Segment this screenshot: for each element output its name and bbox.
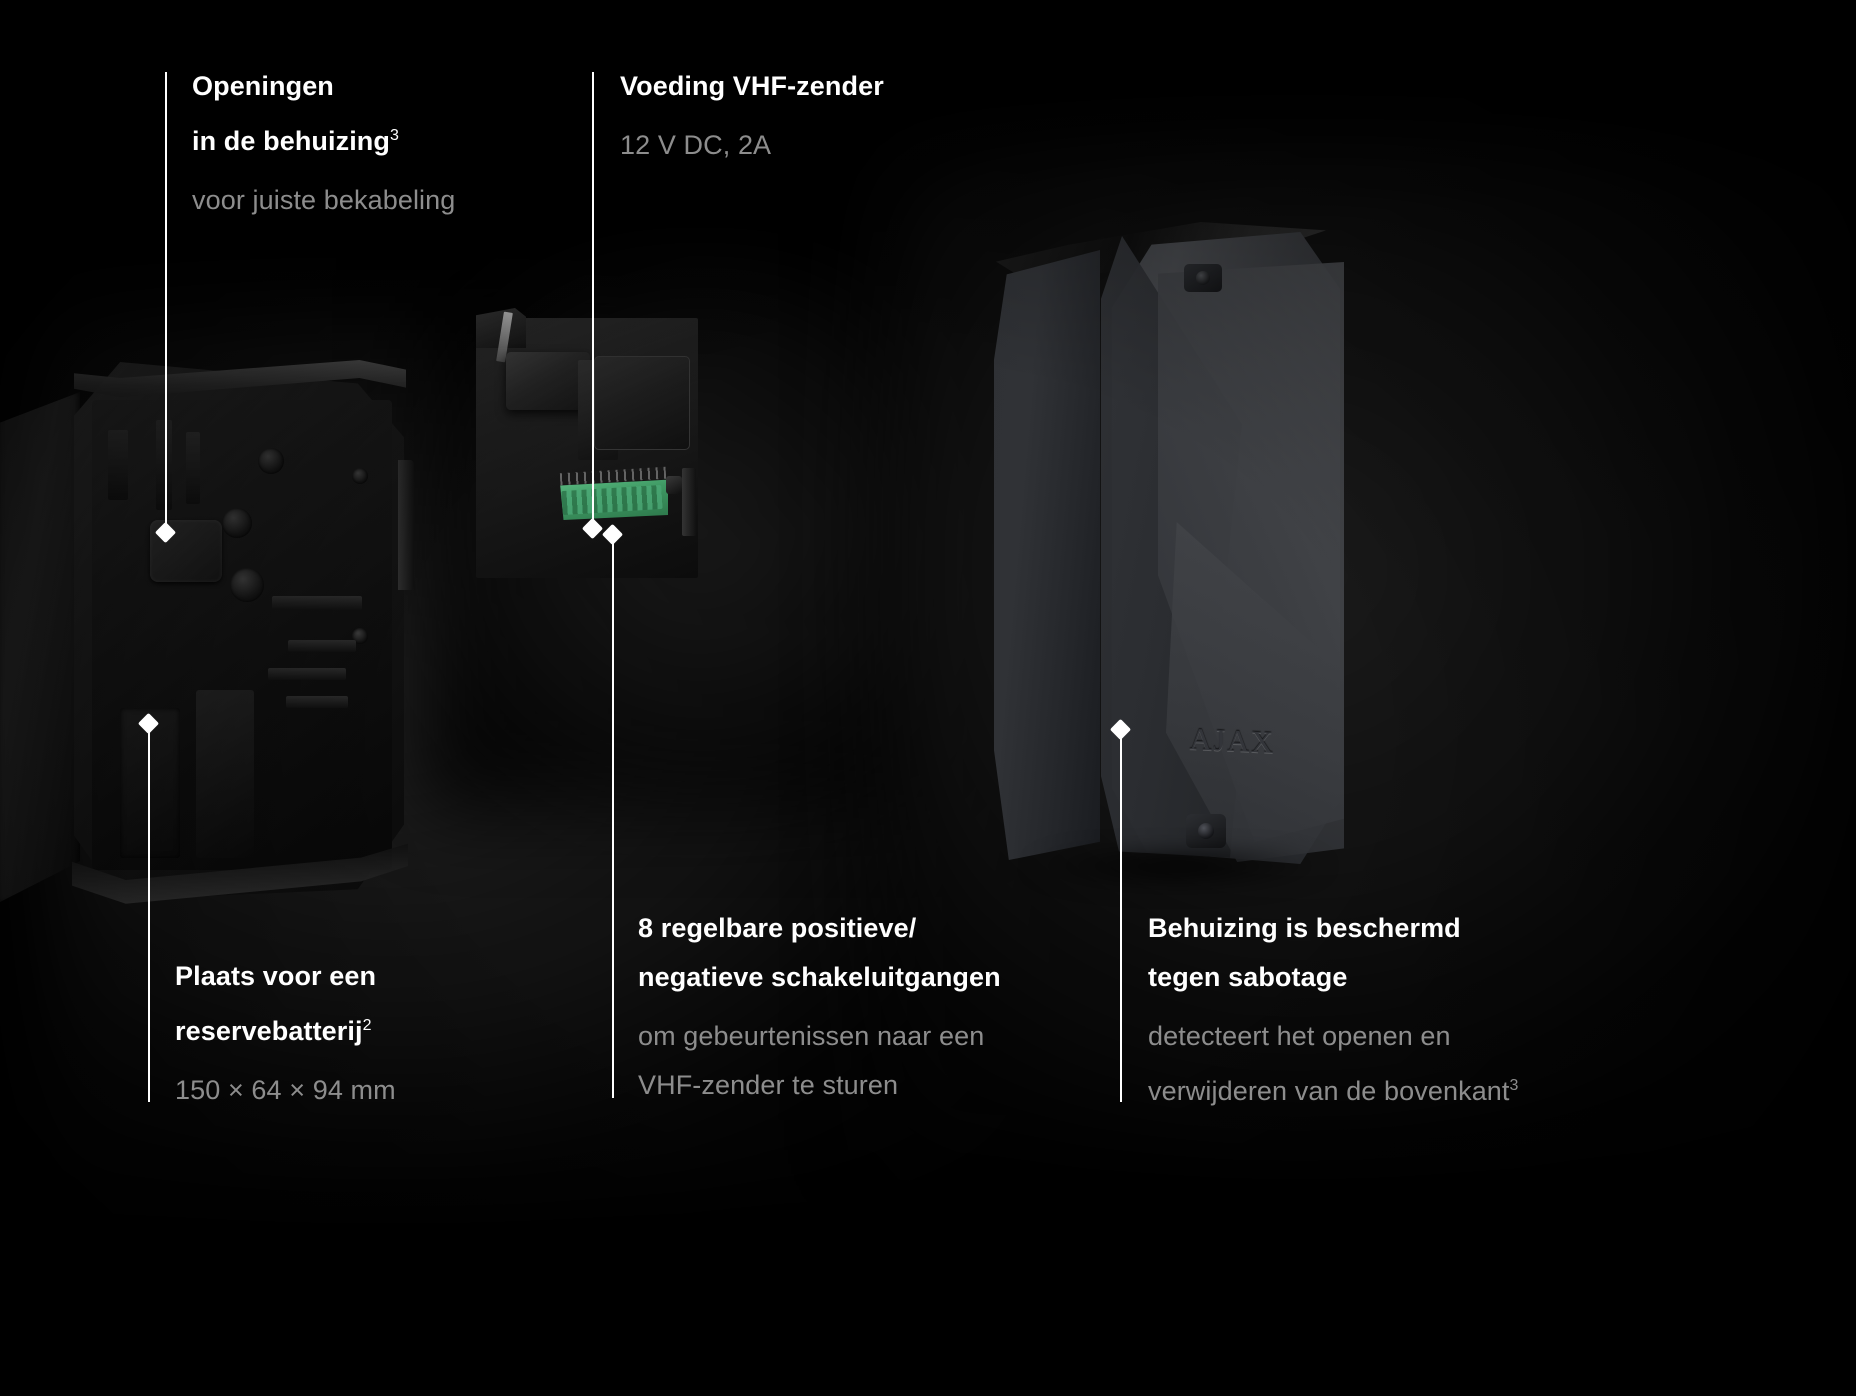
callout-title: Openingen in de behuizing3 <box>192 71 399 156</box>
leader-line-outputs <box>612 540 614 1098</box>
leader-line-power <box>592 72 594 528</box>
callout-title: Behuizing is beschermd tegen sabotage <box>1148 913 1461 992</box>
callout-switchable-outputs: 8 regelbare positieve/ negatieve schakel… <box>638 904 1108 1110</box>
callout-tamper-protected-housing: Behuizing is beschermd tegen sabotage de… <box>1148 904 1668 1116</box>
leader-line-tamper <box>1120 736 1122 1102</box>
leader-line-battery <box>148 730 150 1102</box>
callout-openings-in-housing: Openingen in de behuizing3 voor juiste b… <box>192 62 612 225</box>
callout-subtitle: detecteert het openen en verwijderen van… <box>1148 1021 1519 1106</box>
callout-title: 8 regelbare positieve/ negatieve schakel… <box>638 913 1001 992</box>
callout-vhf-transmitter-power: Voeding VHF-zender 12 V DC, 2A <box>620 62 1040 170</box>
callout-subtitle: 12 V DC, 2A <box>620 130 772 160</box>
footnote-ref: 3 <box>1509 1077 1519 1094</box>
footnote-ref: 2 <box>362 1017 372 1034</box>
callout-subtitle: 150 × 64 × 94 mm <box>175 1075 396 1105</box>
leader-line-openings <box>165 72 167 532</box>
callout-subtitle: voor juiste bekabeling <box>192 185 456 215</box>
callout-backup-battery-slot: Plaats voor een reservebatterij2 150 × 6… <box>175 952 605 1115</box>
callout-title: Plaats voor een reservebatterij2 <box>175 961 377 1046</box>
footnote-ref: 3 <box>390 127 399 144</box>
callout-subtitle: om gebeurtenissen naar een VHF-zender te… <box>638 1021 985 1100</box>
callout-title: Voeding VHF-zender <box>620 71 884 101</box>
